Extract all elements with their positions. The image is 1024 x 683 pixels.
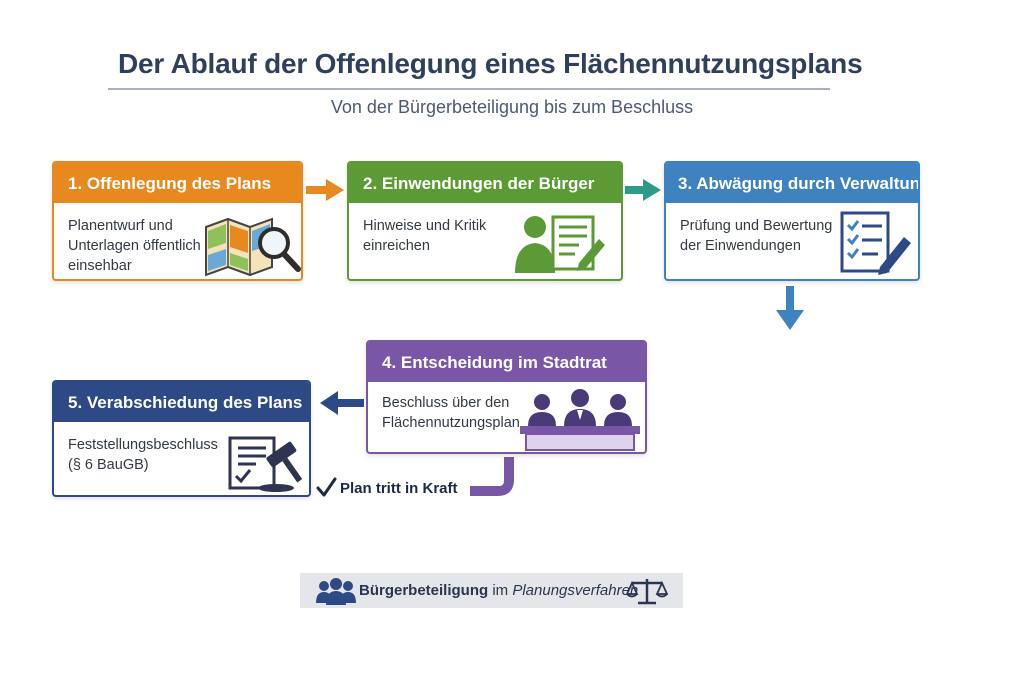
council-icon bbox=[520, 389, 640, 451]
step-text-line: der Einwendungen bbox=[680, 238, 801, 254]
footer-middle: im bbox=[488, 582, 513, 599]
page-title: Der Ablauf der Offenlegung eines Flächen… bbox=[118, 48, 863, 79]
step-text-line: Planentwurf und bbox=[68, 218, 173, 234]
step-text-line: (§ 6 BauGB) bbox=[68, 457, 149, 473]
footer-banner: Bürgerbeteiligung im Planungsverfahren bbox=[300, 573, 683, 608]
step-text-line: Prüfung und Bewertung bbox=[680, 218, 833, 234]
citizen-writing-icon bbox=[515, 215, 605, 273]
footer-italic: Planungsverfahren bbox=[512, 582, 639, 599]
arrow-step4-to-final bbox=[470, 457, 514, 496]
step-title: 5. Verabschiedung des Plans bbox=[54, 382, 309, 422]
check-icon bbox=[316, 477, 337, 497]
map-magnifier-icon bbox=[205, 217, 301, 277]
gavel-document-icon bbox=[228, 436, 303, 492]
step-card-2: 2. Einwendungen der Bürger Hinweise und … bbox=[347, 161, 623, 281]
step-card-4: 4. Entscheidung im Stadtrat Beschluss üb… bbox=[366, 340, 647, 454]
checklist-pen-icon bbox=[840, 211, 911, 275]
step-text-line: Hinweise und Kritik bbox=[363, 218, 487, 234]
plan-in-force-label: Plan tritt in Kraft bbox=[340, 480, 458, 497]
step-text-line: Flächennutzungsplan bbox=[382, 415, 520, 431]
step-text-line: Unterlagen öffentlich bbox=[68, 238, 201, 254]
step-title: 3. Abwägung durch Verwaltung bbox=[666, 163, 918, 203]
arrow-step2-to-step3 bbox=[625, 179, 661, 201]
arrow-step3-to-step4 bbox=[776, 286, 804, 330]
step-card-5: 5. Verabschiedung des Plans Feststellung… bbox=[52, 380, 311, 497]
step-title: 2. Einwendungen der Bürger bbox=[349, 163, 621, 203]
arrow-step4-to-step5 bbox=[320, 391, 364, 415]
step-text-line: Feststellungsbeschluss bbox=[68, 437, 218, 453]
arrow-step1-to-step2 bbox=[306, 179, 344, 201]
people-group-icon bbox=[316, 578, 356, 605]
step-title: 1. Offenlegung des Plans bbox=[54, 163, 301, 203]
page-subtitle: Von der Bürgerbeteiligung bis zum Beschl… bbox=[330, 97, 694, 117]
step-text-line: Beschluss über den bbox=[382, 395, 510, 411]
step-text-line: einreichen bbox=[363, 238, 430, 254]
title-divider bbox=[108, 88, 830, 90]
step-title: 4. Entscheidung im Stadtrat bbox=[368, 342, 645, 382]
footer-caption: Bürgerbeteiligung im Planungsverfahren bbox=[359, 582, 638, 599]
step-card-3: 3. Abwägung durch Verwaltung Prüfung und… bbox=[664, 161, 920, 281]
step-text-line: einsehbar bbox=[68, 258, 132, 274]
scales-icon bbox=[626, 579, 668, 605]
footer-bold: Bürgerbeteiligung bbox=[359, 582, 489, 599]
step-card-1: 1. Offenlegung des Plans Planentwurf und… bbox=[52, 161, 303, 281]
